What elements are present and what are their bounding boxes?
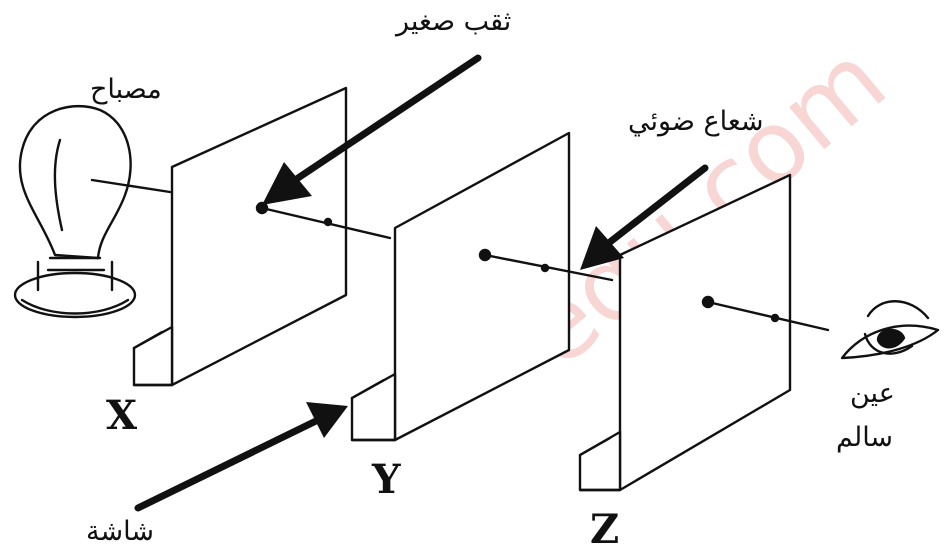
pinhole-arrow: [262, 54, 482, 205]
screen-z-letter: Z: [590, 506, 620, 553]
light-ray-arrow: [580, 164, 709, 270]
screen-y: [350, 131, 571, 442]
screen-arrow: [134, 402, 348, 512]
light-ray: [255, 201, 830, 332]
screen-x-letter: X: [106, 392, 138, 439]
eye-icon: [840, 300, 940, 360]
eye-label-line2: سالم: [836, 422, 894, 453]
lamp-label: مصباح: [90, 74, 162, 105]
screen-x: [132, 86, 348, 387]
screen-label: شاشة: [86, 516, 154, 547]
lamp-icon: [13, 104, 137, 319]
pinhole-z: [701, 295, 715, 309]
eye-label-line1: عين: [850, 378, 895, 409]
pinhole-x: [255, 201, 269, 215]
screen-z: [578, 173, 792, 492]
pinhole-y: [478, 248, 492, 262]
light-ray-label: شعاع ضوئي: [628, 106, 764, 137]
pinhole-label: ثقب صغير: [396, 6, 512, 37]
screen-y-letter: Y: [372, 456, 401, 503]
lamp-label-pointer: [90, 178, 172, 194]
